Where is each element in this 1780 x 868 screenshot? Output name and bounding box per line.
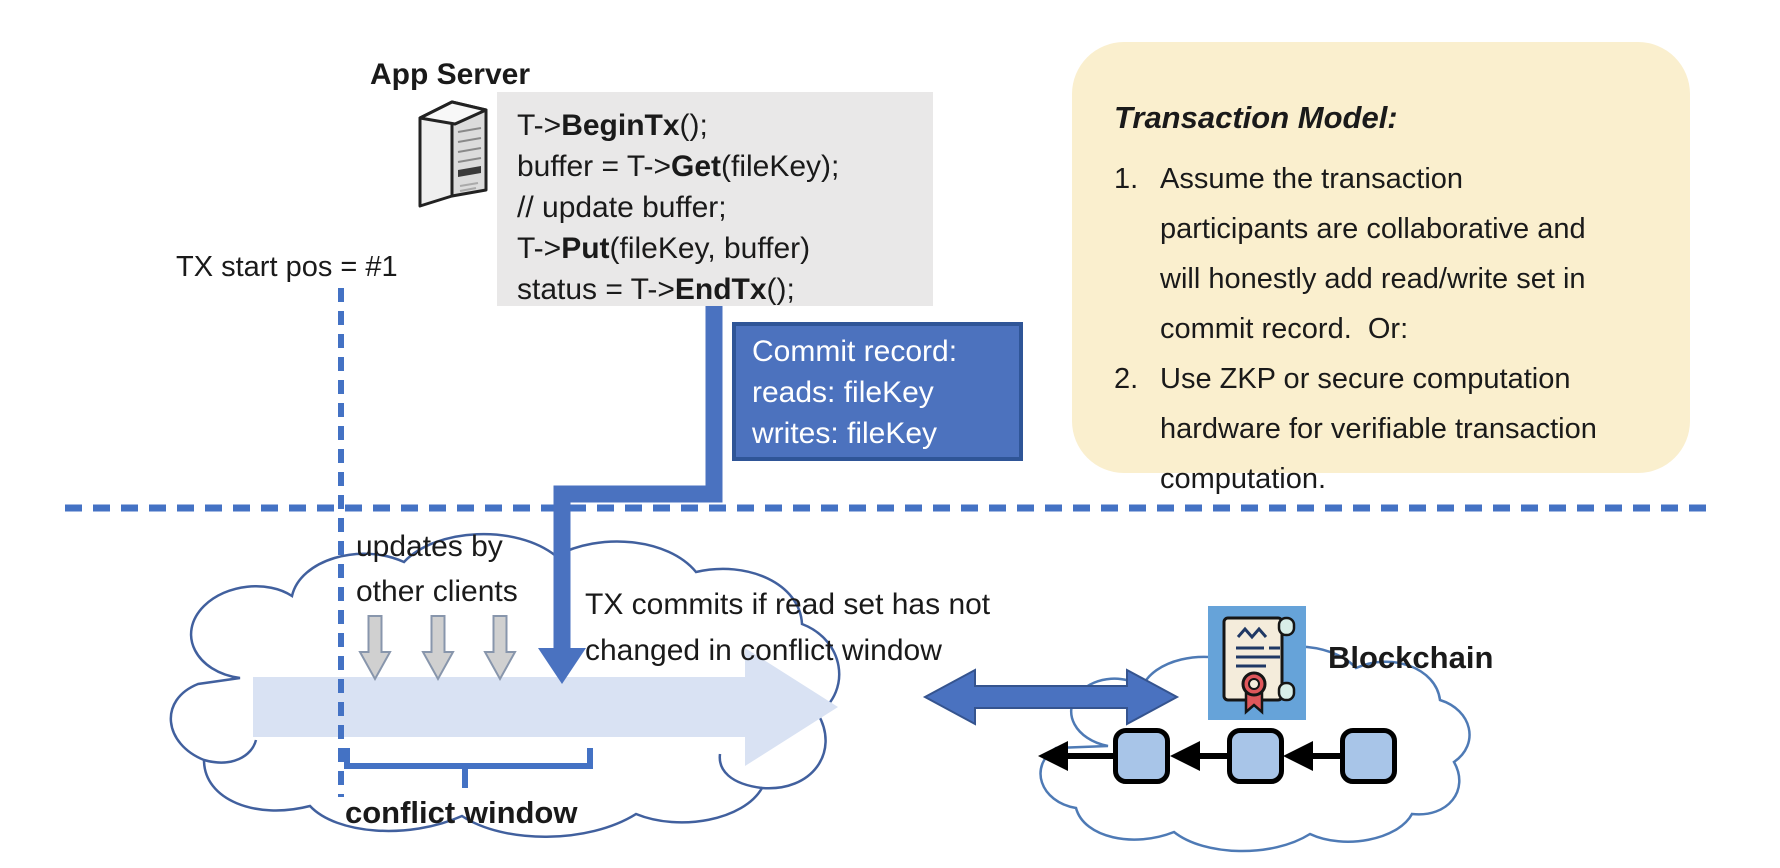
conflict-window-bracket xyxy=(344,748,593,788)
chain-block xyxy=(1227,728,1284,784)
app-server-title: App Server xyxy=(369,58,531,91)
server-tower-icon xyxy=(418,100,488,208)
list-number: 1. xyxy=(1114,163,1139,195)
update-arrow xyxy=(483,615,517,682)
timeline-block xyxy=(653,680,708,737)
updates-by-other-clients-label: updates by other clients xyxy=(356,530,518,608)
code-line: T->BeginTx(); xyxy=(517,109,708,142)
chain-block xyxy=(1340,728,1397,784)
chain-link-arrow xyxy=(1283,741,1340,771)
chain-block xyxy=(1113,728,1170,784)
timeline-block: 2 xyxy=(348,680,403,737)
sync-double-arrow xyxy=(922,668,1180,726)
commit-record-box: Commit record: reads: fileKey writes: fi… xyxy=(732,322,1023,461)
code-line: // update buffer; xyxy=(517,191,727,224)
tx-start-pos-label: TX start pos = #1 xyxy=(176,251,398,283)
list-number: 2. xyxy=(1114,363,1139,395)
transaction-model-title: Transaction Model: xyxy=(1114,100,1398,135)
code-box: T->BeginTx(); buffer = T->Get(fileKey); //… xyxy=(497,92,933,306)
code-line: status = T->EndTx(); xyxy=(517,273,795,306)
list-item-text: Use ZKP or secure computation hardware f… xyxy=(1160,363,1597,495)
conflict-window-label: conflict window xyxy=(345,795,578,830)
timeline-block: 1 xyxy=(287,680,342,737)
update-arrow xyxy=(358,615,392,682)
chain-link-arrow xyxy=(1038,741,1113,771)
timeline-block xyxy=(713,680,768,737)
transaction-model-item: 2. Use ZKP or secure computation hardware… xyxy=(1114,354,1650,504)
update-arrow xyxy=(421,615,455,682)
timeline-block: 3 xyxy=(410,680,465,737)
transaction-model-item: 1. Assume the transaction participants ar… xyxy=(1114,154,1650,354)
code-line: buffer = T->Get(fileKey); xyxy=(517,150,840,183)
tx-commits-label: TX commits if read set has not changed i… xyxy=(585,588,991,667)
timeline-block xyxy=(593,680,648,737)
chain-link-arrow xyxy=(1170,741,1227,771)
list-item-text: Assume the transaction participants are … xyxy=(1160,163,1586,345)
transaction-model-list: 1. Assume the transaction participants ar… xyxy=(1114,154,1650,504)
blockchain-label: Blockchain xyxy=(1328,640,1494,675)
commit-record-line: reads: fileKey xyxy=(752,376,934,409)
commit-record-line: writes: fileKey xyxy=(752,417,938,450)
timeline-block: 4 xyxy=(472,680,527,737)
code-line: T->Put(fileKey, buffer) xyxy=(517,232,811,265)
transaction-model-panel: Transaction Model: 1. Assume the transact… xyxy=(1072,42,1690,495)
timeline-block: 5 xyxy=(532,680,587,737)
commit-record-line: Commit record: xyxy=(752,335,958,368)
